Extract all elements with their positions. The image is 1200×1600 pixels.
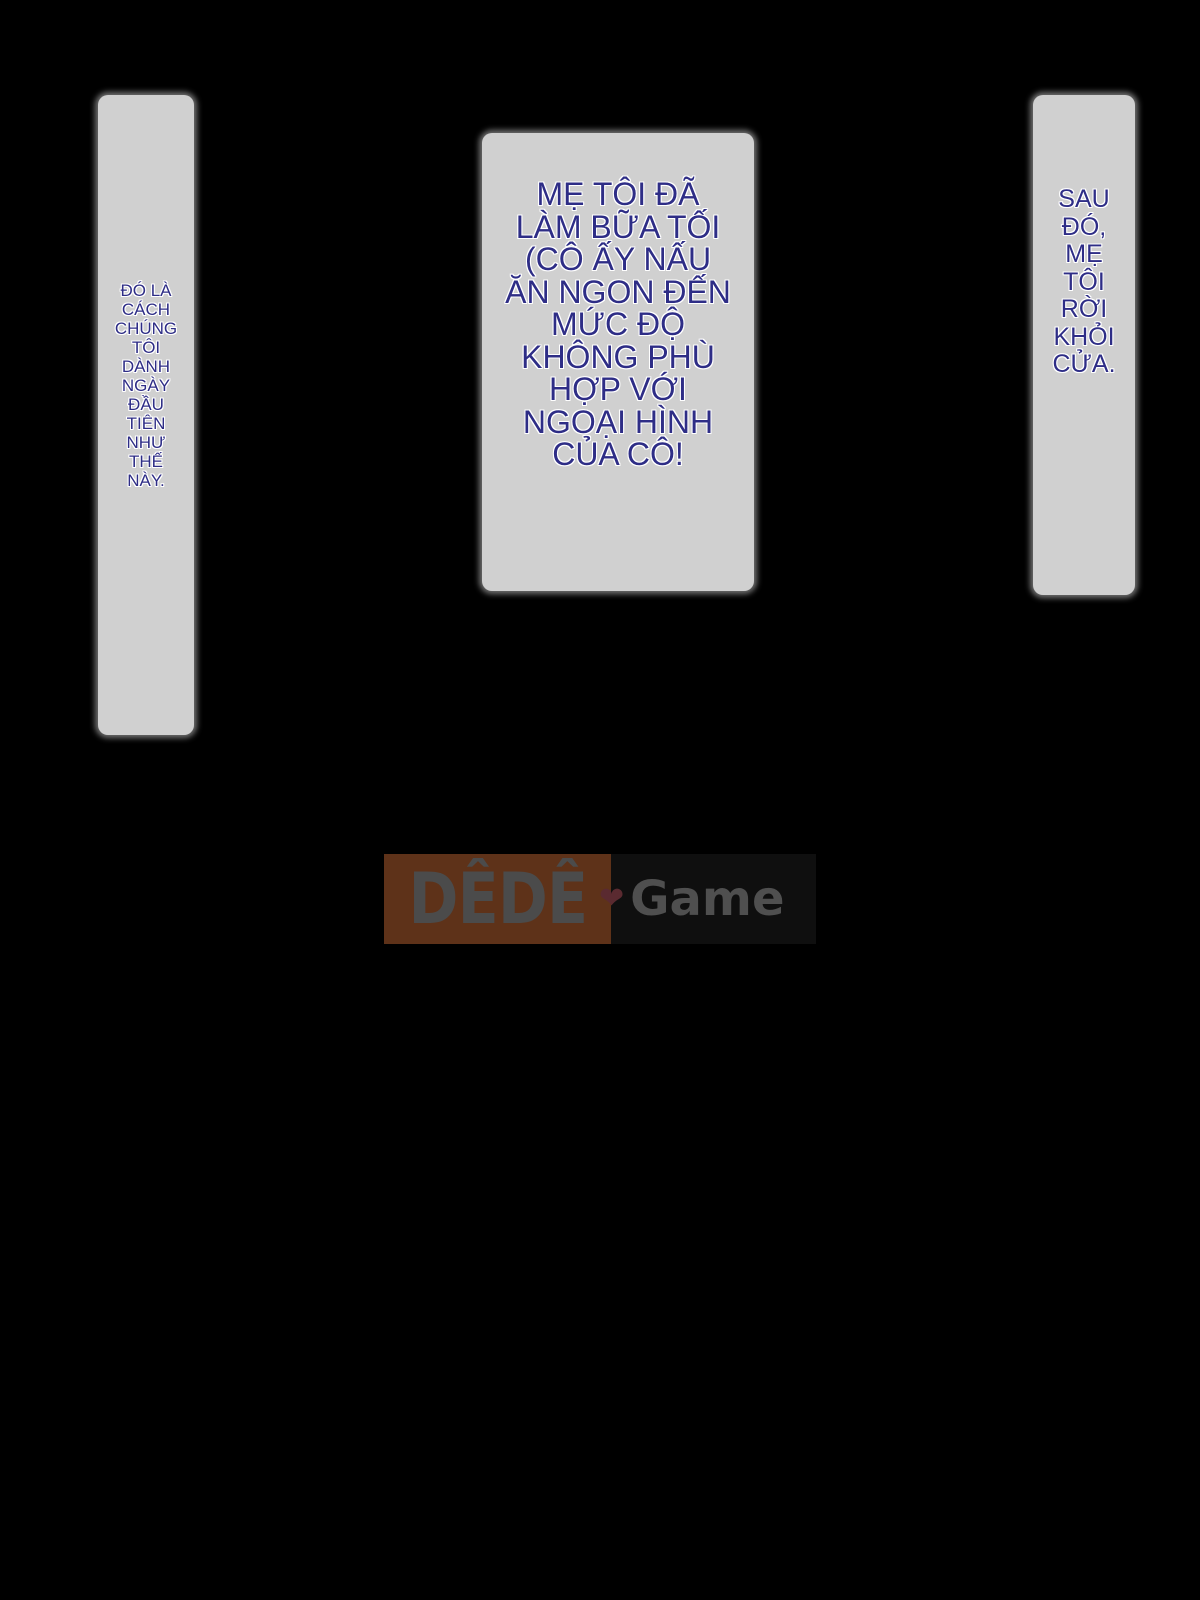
watermark-logo: DÊDÊ ❤ Game bbox=[384, 854, 816, 944]
logo-brand-block: DÊDÊ bbox=[384, 854, 611, 944]
heart-icon: ❤ bbox=[599, 882, 625, 915]
logo-suffix-text: Game bbox=[630, 871, 785, 927]
logo-brand-text: DÊDÊ bbox=[408, 858, 588, 940]
caption-panel-left: ĐÓ LÀ CÁCH CHÚNG TÔI DÀNH NGÀY ĐẦU TIÊN … bbox=[98, 95, 194, 735]
caption-panel-right: SAU ĐÓ, MẸ TÔI RỜI KHỎI CỬA. bbox=[1033, 95, 1135, 595]
caption-text-center: MẸ TÔI ĐÃ LÀM BỮA TỐI (CÔ ẤY NẤU ĂN NGON… bbox=[505, 176, 731, 473]
caption-text-left: ĐÓ LÀ CÁCH CHÚNG TÔI DÀNH NGÀY ĐẦU TIÊN … bbox=[114, 280, 178, 490]
logo-suffix-block: ❤ Game bbox=[599, 854, 816, 944]
caption-text-right: SAU ĐÓ, MẸ TÔI RỜI KHỎI CỬA. bbox=[1052, 185, 1116, 379]
caption-panel-center: MẸ TÔI ĐÃ LÀM BỮA TỐI (CÔ ẤY NẤU ĂN NGON… bbox=[482, 133, 754, 591]
